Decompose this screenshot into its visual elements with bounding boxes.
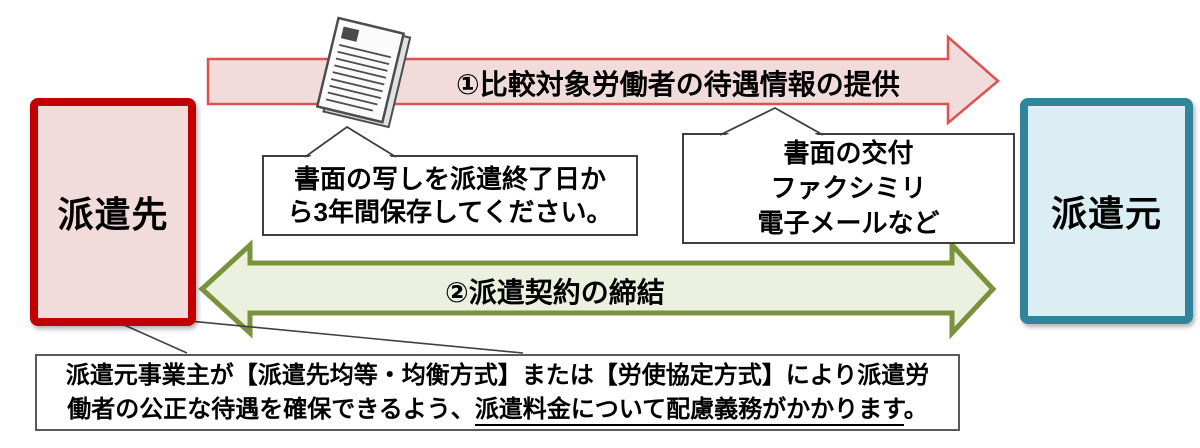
note-line2-underlined: 派遣料金について配慮義務がかかります <box>474 395 904 426</box>
consideration-note-box: 派遣元事業主が【派遣先均等・均衡方式】または【労使協定方式】により派遣労 働者の… <box>35 354 960 431</box>
retention-callout-pointer <box>307 128 394 159</box>
note-line2-suffix: 。 <box>903 395 928 423</box>
delivery-callout-line2: ファクシミリ <box>770 173 927 203</box>
delivery-callout-line3: 電子メールなど <box>757 208 940 238</box>
note-line2: 働者の公正な待遇を確保できるよう、派遣料金について配慮義務がかかります。 <box>67 393 928 427</box>
retention-callout-line1: 書面の写しを派遣終了日か <box>293 163 606 194</box>
delivery-callout-line1: 書面の交付 <box>783 138 914 168</box>
document-icon <box>315 16 412 129</box>
info-provision-arrow-label: ①比較対象労働者の待遇情報の提供 <box>456 69 900 100</box>
dispatch-agency-label: 派遣元 <box>1050 193 1162 234</box>
note-line1: 派遣元事業主が【派遣先均等・均衡方式】または【労使協定方式】により派遣労 <box>65 361 930 389</box>
contract-arrow-label: ②派遣契約の締結 <box>445 277 665 308</box>
dispatch-destination-label: 派遣先 <box>57 194 169 235</box>
dispatch-agency-box: 派遣元 <box>1020 98 1193 324</box>
dispatch-destination-box: 派遣先 <box>30 98 196 326</box>
delivery-methods-callout: 書面の交付 ファクシミリ 電子メールなど <box>682 133 1015 244</box>
note-line2-prefix: 働者の公正な待遇を確保できるよう、 <box>67 395 475 423</box>
retention-callout: 書面の写しを派遣終了日か ら3年間保存してください。 <box>262 155 638 236</box>
delivery-callout-pointer <box>723 109 820 137</box>
retention-callout-line2: ら3年間保存してください。 <box>287 196 613 227</box>
contract-double-arrow-shape <box>198 238 997 340</box>
